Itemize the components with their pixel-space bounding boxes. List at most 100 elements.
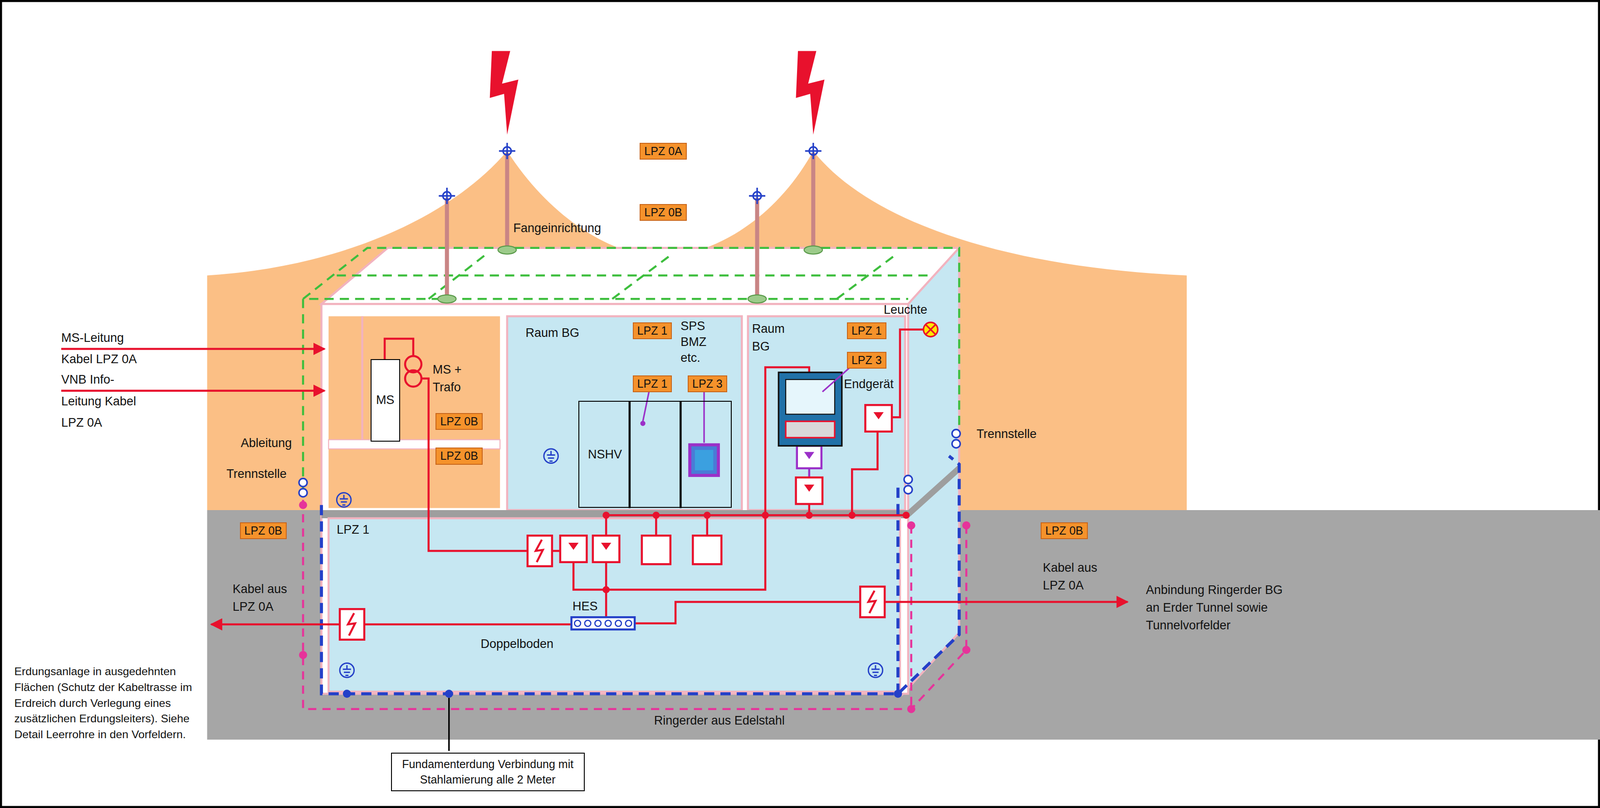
plc-device <box>694 450 714 471</box>
test-joint <box>952 440 961 449</box>
distribution-box <box>641 535 671 565</box>
terminal-keyboard <box>785 421 835 438</box>
junction-dot <box>602 586 610 594</box>
zone-tag: LPZ 0B <box>435 413 483 431</box>
zone-tag: LPZ 0A <box>639 142 687 160</box>
mast-base <box>748 294 767 304</box>
annotation-label: Fangeinrichtung <box>513 219 602 238</box>
wall-line <box>361 316 363 441</box>
cabinet-divider <box>629 401 681 509</box>
zone-label: LPZ 0B <box>440 449 478 464</box>
annotation-label: Kabel aus LPZ 0A <box>1042 559 1110 595</box>
cable-arrow <box>61 347 325 351</box>
annotation-label: LPZ 1 <box>336 521 370 539</box>
zone-tag: LPZ 0B <box>639 204 687 221</box>
annotation-label: Doppelboden <box>480 635 554 654</box>
annotation-label: MS + Trafo <box>432 361 469 397</box>
earth-symbol <box>336 493 351 508</box>
cable-arrow <box>884 601 1128 604</box>
annotation-label: Erdungsanlage in ausgedehnten Flächen (S… <box>14 664 203 743</box>
transformer-symbol <box>405 370 422 387</box>
plc-device <box>689 445 719 476</box>
zone-tag: LPZ 0B <box>435 447 483 465</box>
zone-label: LPZ 1 <box>637 376 668 392</box>
mast-base <box>803 245 823 255</box>
annotation-label: MS-Leitung Kabel LPZ 0A <box>61 327 148 371</box>
lamp-symbol <box>923 322 938 338</box>
zone-tag: LPZ 1 <box>632 375 673 393</box>
down-conductor <box>303 248 960 493</box>
bar-terminal <box>615 620 622 627</box>
annotation-label: Ableitung <box>240 434 293 453</box>
zone-label: LPZ 0B <box>644 205 682 220</box>
zone-tag: LPZ 1 <box>632 322 673 340</box>
zone-label: LPZ 1 <box>637 323 668 338</box>
node-text: Fundamenterdung Verbindung mit Stahlamie… <box>395 757 581 788</box>
mast-tip <box>503 146 512 156</box>
floor-slab <box>908 464 960 519</box>
earth-symbol <box>543 449 558 464</box>
earth-point <box>893 689 902 699</box>
zone-label: LPZ 3 <box>851 353 882 368</box>
mast-tip <box>442 191 451 201</box>
zone-label: LPZ 0B <box>1045 523 1083 539</box>
earth-point <box>298 651 308 660</box>
test-joint <box>904 485 913 495</box>
distribution-cabinet: NSHV <box>578 401 732 509</box>
leader-line <box>448 698 450 752</box>
zone-tag: LPZ 3 <box>687 375 728 393</box>
earth-point <box>445 689 454 699</box>
leader-line <box>642 391 649 422</box>
zone-label: LPZ 1 <box>851 323 882 338</box>
bar-terminal <box>584 620 591 627</box>
ring-earth <box>303 500 967 710</box>
leader-line <box>703 391 705 444</box>
node-text: Raum BG <box>525 324 580 343</box>
lamp-symbol <box>925 324 936 336</box>
junction-dot <box>902 511 911 519</box>
power-wire <box>364 329 924 625</box>
leader-dot <box>640 420 646 426</box>
terminal-screen <box>785 379 835 415</box>
front-wall <box>321 304 909 695</box>
equipotential-bar <box>571 617 635 630</box>
junction-dot <box>703 511 711 519</box>
junction-dot <box>761 511 769 519</box>
zone-label: LPZ 0A <box>644 144 682 159</box>
protection-zone-cloud <box>207 151 1187 511</box>
test-joint <box>904 475 913 485</box>
node-text: NSHV <box>587 445 622 464</box>
node-text: SPS BMZ etc. <box>680 318 726 367</box>
node-text: Raum BG <box>752 320 793 356</box>
room-region: Raum BG SPS BMZ etc. LPZ 1 LPZ 1 LPZ 3 NSHV <box>507 316 742 510</box>
node-text: MS <box>376 393 395 408</box>
earth-point <box>962 645 971 655</box>
zone-label: LPZ 0B <box>440 414 478 429</box>
earth-point <box>907 705 916 714</box>
annotation-label: Ringerder aus Edelstahl <box>654 712 785 730</box>
test-joint <box>298 489 308 498</box>
distribution-box <box>692 535 722 565</box>
zone-label: LPZ 3 <box>692 376 723 392</box>
earth-symbol <box>339 663 354 679</box>
foundation-earth <box>321 456 960 695</box>
bar-terminal <box>625 620 632 627</box>
air-terminal <box>811 153 816 251</box>
zone-tag: LPZ 0B <box>239 522 287 540</box>
bar-terminal <box>574 620 581 627</box>
surge-protector <box>592 535 620 563</box>
test-joint <box>298 478 308 487</box>
zone-tag: LPZ 0B <box>1040 522 1088 540</box>
bar-terminal <box>605 620 612 627</box>
surge-protector <box>865 405 892 432</box>
cable-arrow <box>61 390 325 393</box>
earth-point <box>298 501 308 510</box>
mast-tip <box>809 146 818 156</box>
callout-box: Fundamenterdung Verbindung mit Stahlamie… <box>391 753 585 792</box>
earth-point <box>907 521 916 530</box>
annotation-label: Trennstelle <box>976 425 1037 444</box>
annotation-label: HES <box>572 597 598 616</box>
lightning-bolt <box>489 51 519 136</box>
zone-label: LPZ 0B <box>244 523 283 539</box>
